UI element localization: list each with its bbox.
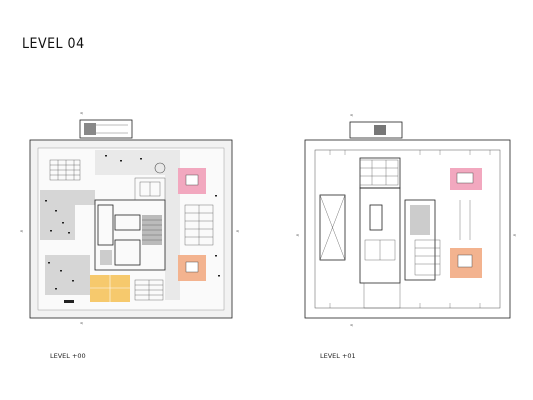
pink-room-table [185, 174, 199, 186]
meeting-room-north [134, 177, 166, 201]
section-mark-north-01: 4) [350, 113, 353, 117]
circulation-north [95, 150, 180, 200]
pink-room-table-01 [456, 172, 474, 184]
circulation-southwest [45, 255, 90, 295]
core-shaft [100, 250, 112, 265]
plan-level-00: 4) 4) 4) 4) [20, 111, 239, 325]
core-stair-01 [410, 205, 430, 235]
central-core-00 [94, 199, 166, 271]
core-room-c [114, 239, 141, 266]
facade-mullions-01 [329, 150, 491, 308]
core-room-b [114, 214, 141, 231]
circulation-west [40, 190, 95, 240]
plan-label-level-01: LEVEL +01 [320, 352, 356, 360]
page-title: LEVEL 04 [22, 36, 85, 52]
workstations-00 [49, 159, 214, 301]
stair-core-roof [84, 123, 96, 135]
core-room-a [97, 204, 114, 246]
plan-label-level-00: LEVEL +00 [50, 352, 86, 360]
stair-core-roof-01 [374, 125, 386, 135]
circulation-east [165, 200, 180, 300]
yellow-room-01 [363, 282, 401, 309]
roof-volume-01 [349, 121, 403, 139]
furniture-dots-00 [45, 155, 220, 303]
section-mark-east-01: 4) [513, 233, 516, 237]
section-mark-north-00: 4) [80, 111, 83, 115]
workstations-01 [359, 159, 471, 276]
core-room-01 [369, 204, 383, 231]
section-mark-west-00: 4) [20, 229, 23, 233]
salmon-room-table [185, 261, 199, 273]
section-mark-east-00: 4) [236, 229, 239, 233]
plan-level-01: 4) 4) 4) 4) [296, 113, 516, 327]
atrium-void-01 [319, 194, 346, 261]
roof-volume-00 [79, 119, 133, 139]
section-mark-west-01: 4) [296, 233, 299, 237]
round-table-icon [154, 162, 166, 174]
section-mark-south-00: 4) [80, 321, 83, 325]
section-mark-south-01: 4) [350, 323, 353, 327]
salmon-room-table-01 [457, 254, 473, 268]
